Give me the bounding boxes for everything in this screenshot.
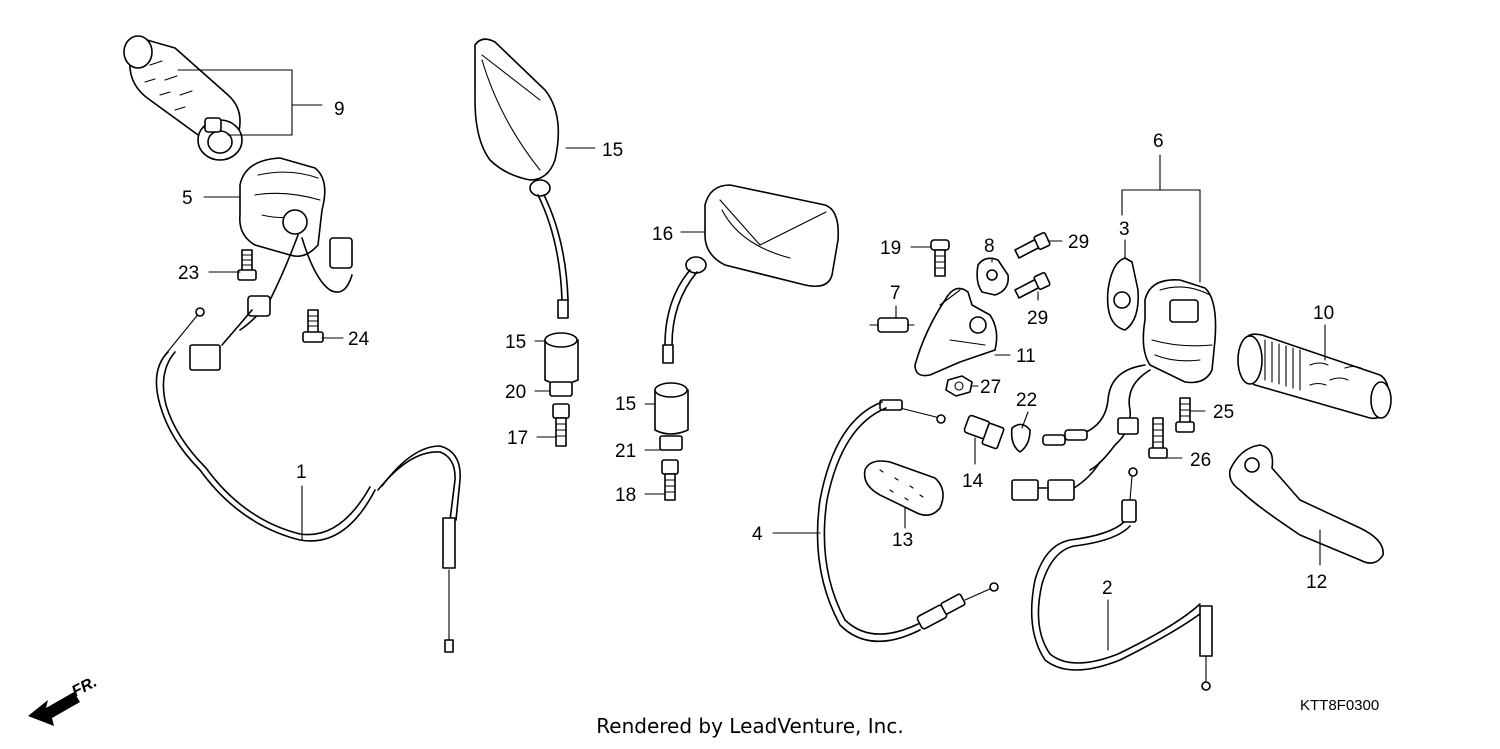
- part-15-adapter-left: [544, 332, 579, 385]
- callout-15b: 15: [615, 394, 636, 415]
- part-6-right-switch: [1011, 279, 1217, 501]
- callout-9: 9: [334, 99, 345, 120]
- part-27-bolt: [1148, 417, 1168, 459]
- callout-25: 24: [348, 329, 370, 350]
- part-18-bolt: [552, 403, 570, 447]
- callout-1: 1: [296, 462, 307, 483]
- callout-12: 12: [1306, 572, 1327, 593]
- callout-10: 10: [1313, 303, 1334, 324]
- callout-5: 5: [182, 188, 193, 209]
- part-14-adjuster: [963, 414, 1005, 450]
- part-29-bolt-lower: [1014, 271, 1051, 299]
- callout-labels: 9 5 23 24 1 15 16 15 20 17 15 21 18 19 8…: [178, 99, 1334, 599]
- callout-29a: 29: [1068, 232, 1089, 253]
- callout-18: 17: [507, 428, 528, 449]
- leader-lines: [177, 69, 1326, 651]
- part-23-clip: [1010, 423, 1031, 453]
- part-21-nut: [549, 381, 573, 397]
- callout-8: 8: [984, 236, 995, 257]
- callout-24: 23: [178, 263, 199, 284]
- part-7-switch: [869, 317, 915, 333]
- callout-7: 7: [890, 283, 901, 304]
- part-1-throttle-cable: [155, 307, 461, 653]
- callout-3: 3: [1119, 219, 1130, 240]
- part-13-boot: [863, 460, 944, 516]
- footer-credit: Rendered by LeadVenture, Inc.: [596, 714, 904, 738]
- part-29-bolt-upper: [1014, 231, 1051, 259]
- part-15-adapter-right: [654, 382, 689, 435]
- part-2-throttle-cable: [1030, 467, 1213, 691]
- part-11-bracket: [914, 287, 998, 377]
- part-25-bolt: [302, 309, 324, 343]
- drawing-code: KTT8F0300: [1300, 697, 1380, 714]
- part-19-bolt: [661, 459, 679, 501]
- part-17-mirror: [662, 184, 840, 364]
- part-22-nut: [659, 435, 683, 451]
- callout-17: 16: [652, 224, 673, 245]
- part-16-mirror: [474, 38, 569, 319]
- part-5-left-switch: [189, 157, 353, 371]
- part-10-right-grip: [1237, 333, 1392, 420]
- callout-23: 22: [1016, 390, 1037, 411]
- front-direction-arrow-icon: FR.: [28, 674, 100, 726]
- callout-4: 4: [752, 524, 763, 545]
- callout-15a: 15: [505, 332, 526, 353]
- callout-14: 14: [962, 471, 984, 492]
- part-8-clamp: [976, 257, 1010, 296]
- part-12-lever: [1228, 444, 1384, 564]
- callout-20: 19: [880, 238, 901, 259]
- callout-19: 18: [615, 485, 636, 506]
- callout-6: 6: [1153, 131, 1164, 152]
- part-24-bolt: [237, 249, 257, 281]
- callout-29b: 29: [1027, 308, 1048, 329]
- callout-21: 20: [505, 382, 526, 403]
- callout-13: 13: [892, 530, 913, 551]
- callout-11: 11: [1016, 346, 1036, 367]
- part-26-bolt: [1175, 397, 1195, 433]
- callout-28: 27: [980, 377, 1001, 398]
- part-4-clutch-cable: [816, 399, 999, 643]
- part-3-switch-part: [1106, 257, 1140, 331]
- part-20-bolt: [930, 239, 950, 277]
- callout-22: 21: [615, 441, 636, 462]
- part-28-nut: [945, 375, 973, 397]
- part-9-left-grip: [123, 35, 243, 161]
- callout-16: 15: [602, 140, 623, 161]
- callout-26: 25: [1213, 402, 1234, 423]
- callout-27: 26: [1190, 450, 1211, 471]
- callout-2: 2: [1102, 578, 1113, 599]
